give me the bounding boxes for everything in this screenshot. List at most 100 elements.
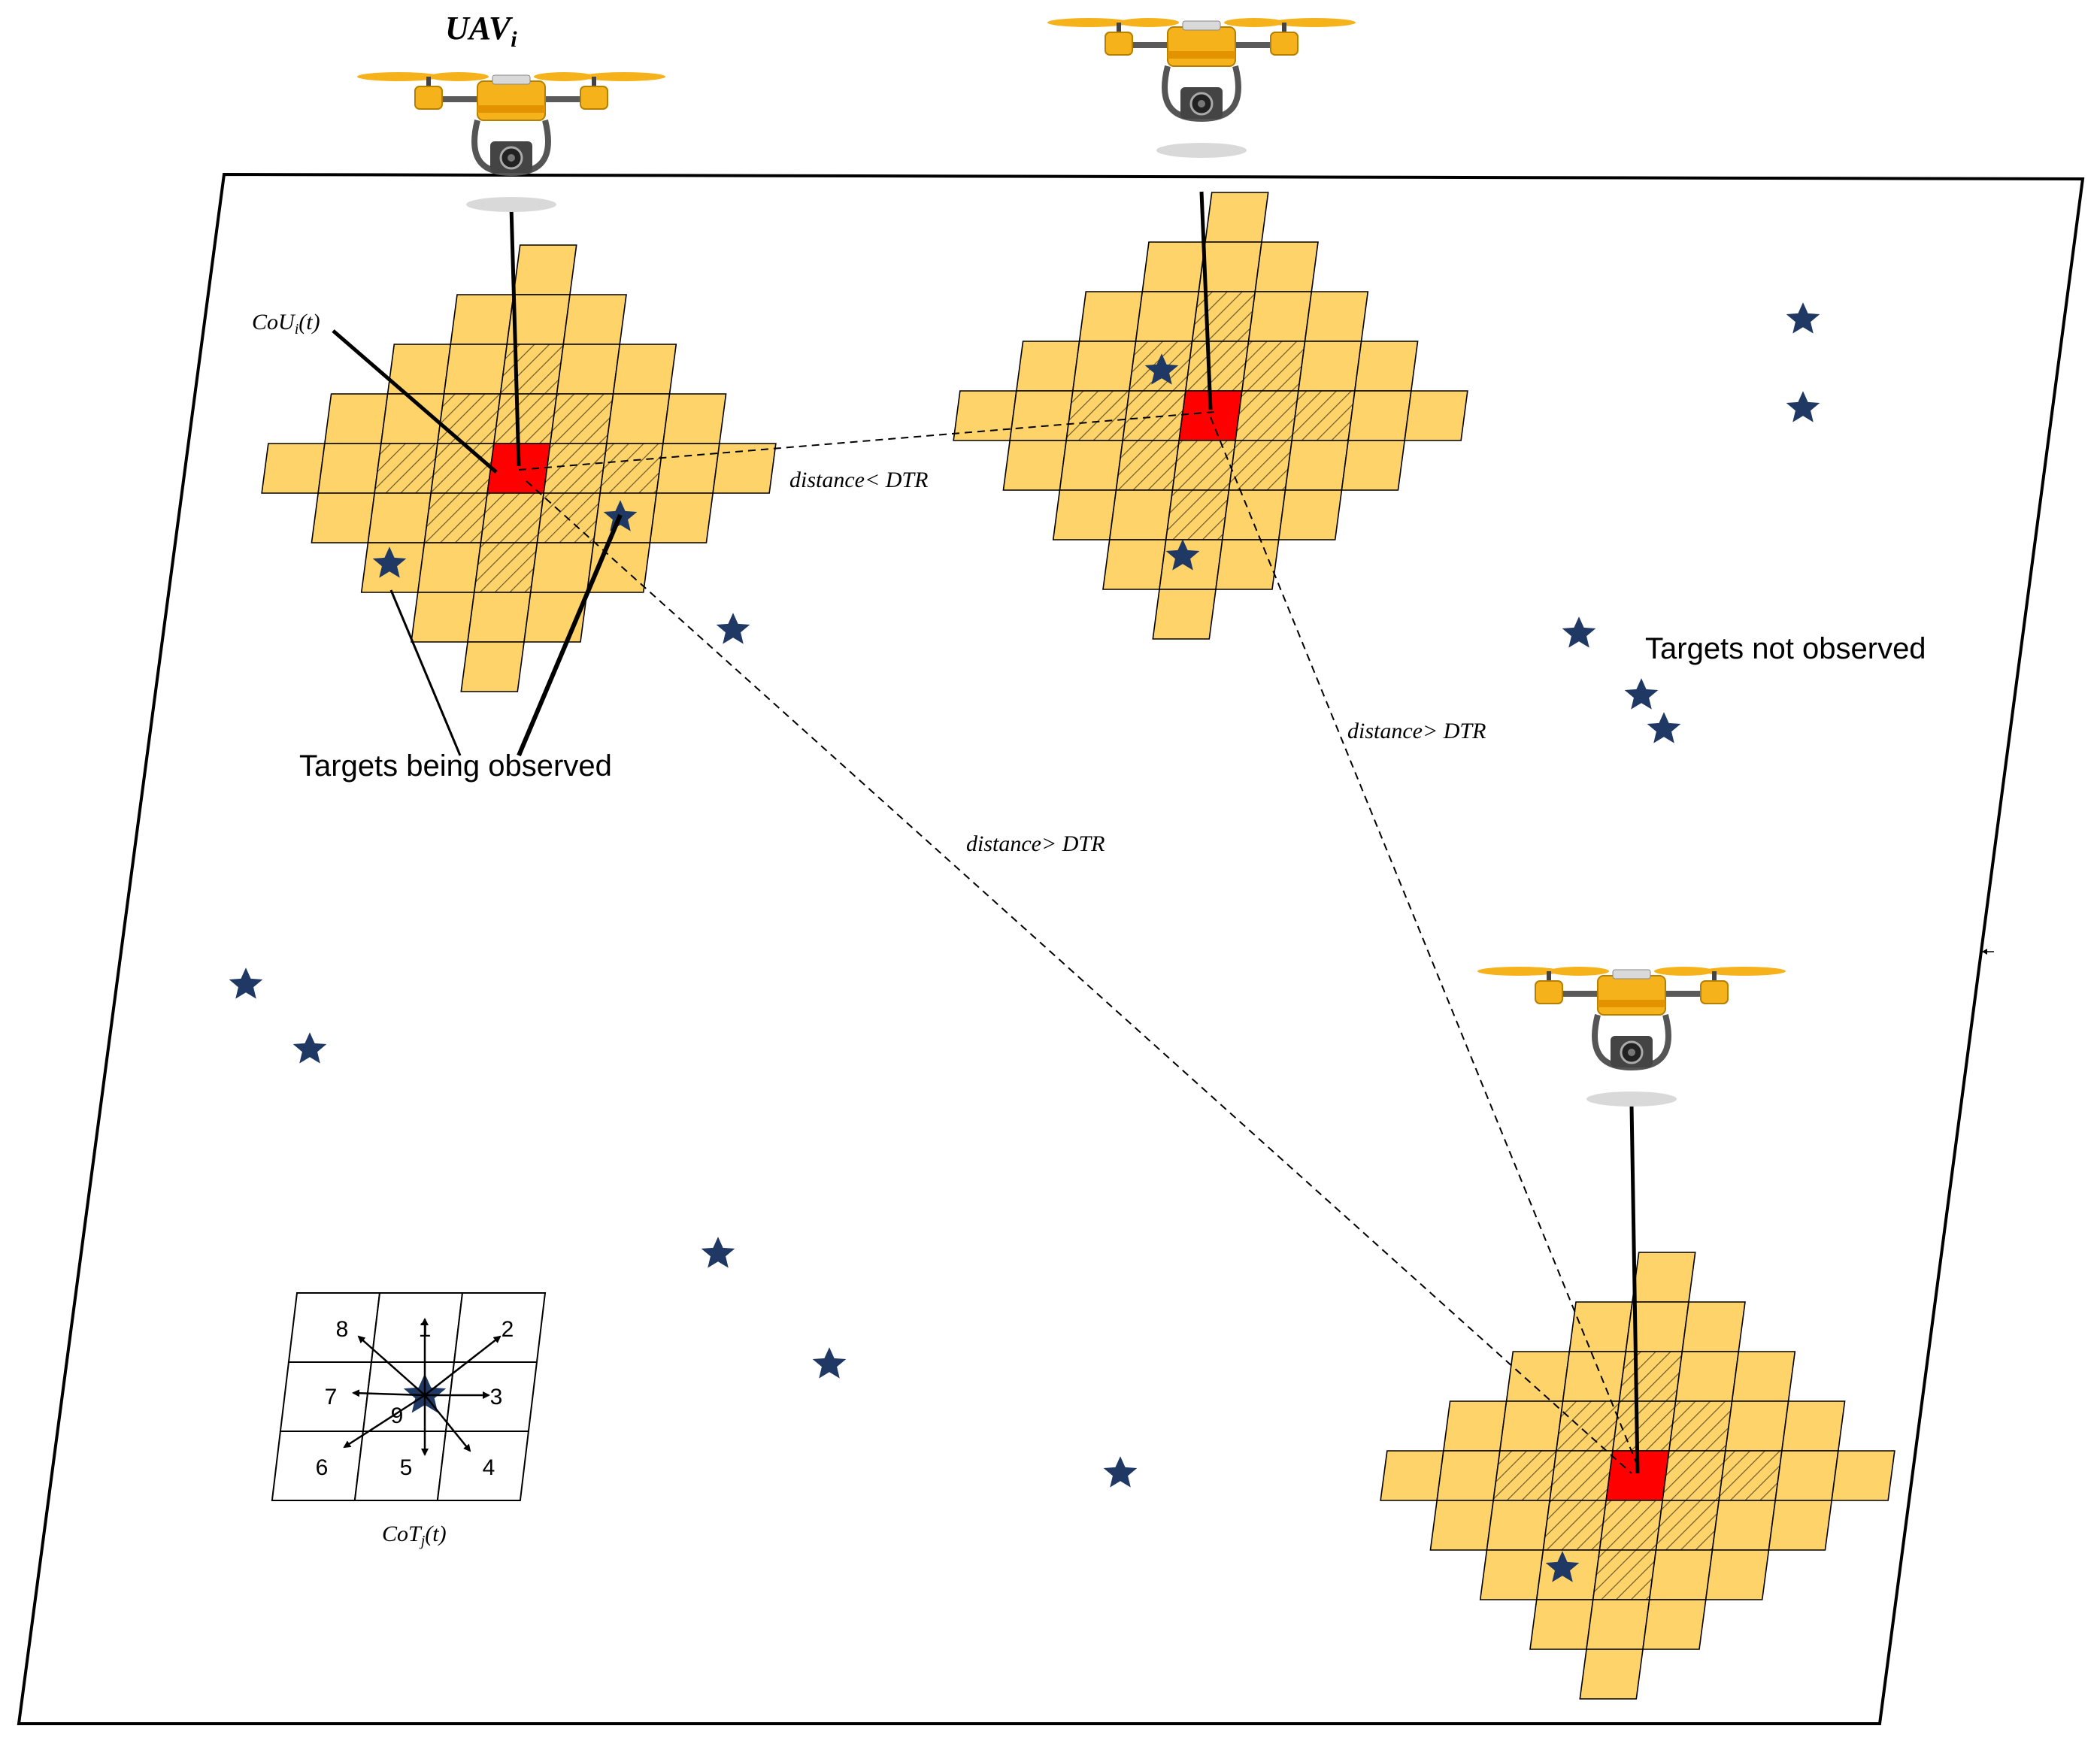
grid-cell [612, 344, 677, 395]
direction-arrow-icon [343, 1394, 426, 1449]
drones [357, 18, 1786, 1107]
direction-arrow-icon [424, 1394, 471, 1452]
grid-cell [1141, 241, 1206, 292]
grid-cell [1681, 1301, 1746, 1352]
grid-cell [529, 542, 595, 593]
grid-cell [1429, 1500, 1495, 1551]
grid-cell [1297, 341, 1362, 392]
grid-cell [1115, 440, 1180, 491]
grid-cell [1221, 489, 1286, 540]
direction-number: 8 [336, 1317, 349, 1342]
grid-cell [261, 443, 326, 494]
grid-cell [1254, 241, 1319, 292]
grid-cell [1618, 1351, 1683, 1402]
grid-cell [1642, 1599, 1707, 1650]
cot-cell [287, 1292, 381, 1363]
direction-number: 6 [316, 1455, 329, 1480]
grid-cell [423, 492, 489, 543]
grid-cell [1498, 1400, 1564, 1452]
grid-cell [473, 542, 538, 593]
grid-cell [1592, 1549, 1657, 1600]
drone-icon [357, 72, 665, 212]
grid-cell [1247, 291, 1313, 342]
grid-cell [1505, 1351, 1571, 1402]
grid-cell [480, 492, 545, 543]
grid-cell [1235, 390, 1299, 441]
grid-cell [1662, 1450, 1726, 1501]
grid-cell [460, 641, 525, 692]
grid-cell [1009, 390, 1074, 441]
cou-label: CoUi(t) [252, 310, 320, 338]
grid-cell [1718, 1450, 1783, 1501]
direction-arrow-icon [352, 1389, 426, 1397]
grid-cell [543, 443, 608, 494]
stem-uav-1 [509, 206, 521, 467]
grid-cell [1078, 291, 1144, 342]
grid-cell [1724, 1400, 1789, 1452]
grid-cell [1171, 440, 1237, 491]
direction-number: 9 [391, 1403, 404, 1428]
grid-cell [1479, 1549, 1544, 1600]
grid-cell [1122, 390, 1186, 441]
grid-cell [374, 443, 438, 494]
cot-cell [362, 1361, 456, 1432]
direction-number: 4 [483, 1455, 495, 1480]
stem-uav-2 [1199, 191, 1213, 410]
grid-cell [1165, 489, 1230, 540]
grid-cell [450, 294, 514, 345]
grid-cell [1598, 1500, 1664, 1551]
cot-cell [436, 1431, 530, 1501]
grid-cell [323, 393, 389, 444]
distance-less-than-label: distance< DTR [789, 468, 928, 492]
grid-cell [1059, 440, 1124, 491]
direction-number: 5 [400, 1455, 413, 1480]
grid-cell [1065, 390, 1130, 441]
grid-cell [1184, 341, 1250, 392]
grid-cell [1228, 440, 1293, 491]
cot-cell [453, 1292, 547, 1363]
grid-cell [1492, 1450, 1557, 1501]
grid-cell [317, 443, 382, 494]
grid-cell [467, 592, 532, 643]
grid-cell [411, 592, 475, 643]
grid-cell [649, 492, 714, 543]
grid-cell [1102, 539, 1167, 590]
grid-cell [443, 344, 508, 395]
grid-cell [1015, 341, 1080, 392]
grid-cell [1071, 341, 1137, 392]
drone-stems [509, 191, 1640, 1474]
grid-cell [1304, 291, 1369, 342]
grid-cell [1380, 1450, 1444, 1501]
grid-cell [1568, 1301, 1633, 1352]
grid-cell [536, 492, 602, 543]
grid-cell [1284, 440, 1350, 491]
distance-line-uav2-uav3 [1210, 416, 1640, 1470]
grid-cell [1486, 1500, 1551, 1551]
grid-cell [1542, 1500, 1608, 1551]
grid-cell [1152, 589, 1217, 640]
grid-cell [1655, 1500, 1720, 1551]
grid-cell [1205, 192, 1269, 243]
cou-pointer [332, 329, 498, 474]
distance-greater-label-middle: distance> DTR [966, 831, 1105, 856]
direction-number: 7 [325, 1385, 338, 1409]
direction-arrow-icon [357, 1335, 426, 1396]
grid-cell [1353, 341, 1419, 392]
grid-cell [1579, 1649, 1644, 1700]
grid-cell [1277, 489, 1343, 540]
grid-cell [513, 244, 577, 295]
grid-cell [1705, 1549, 1770, 1600]
stem-uav-3 [1629, 1104, 1640, 1474]
grid-cell [1529, 1599, 1594, 1650]
direction-number: 2 [502, 1317, 514, 1342]
grid-cell [1002, 440, 1068, 491]
grid-cell [556, 344, 621, 395]
targets-not-observed-label: Targets not observed [1645, 632, 1926, 665]
grid-cell [1341, 440, 1406, 491]
grid-cell [492, 393, 558, 444]
direction-number: 1 [419, 1317, 432, 1342]
grid-cell [605, 393, 671, 444]
grid-cell [1555, 1400, 1620, 1452]
grid-cell [1831, 1450, 1895, 1501]
drone-icon [1047, 18, 1356, 158]
